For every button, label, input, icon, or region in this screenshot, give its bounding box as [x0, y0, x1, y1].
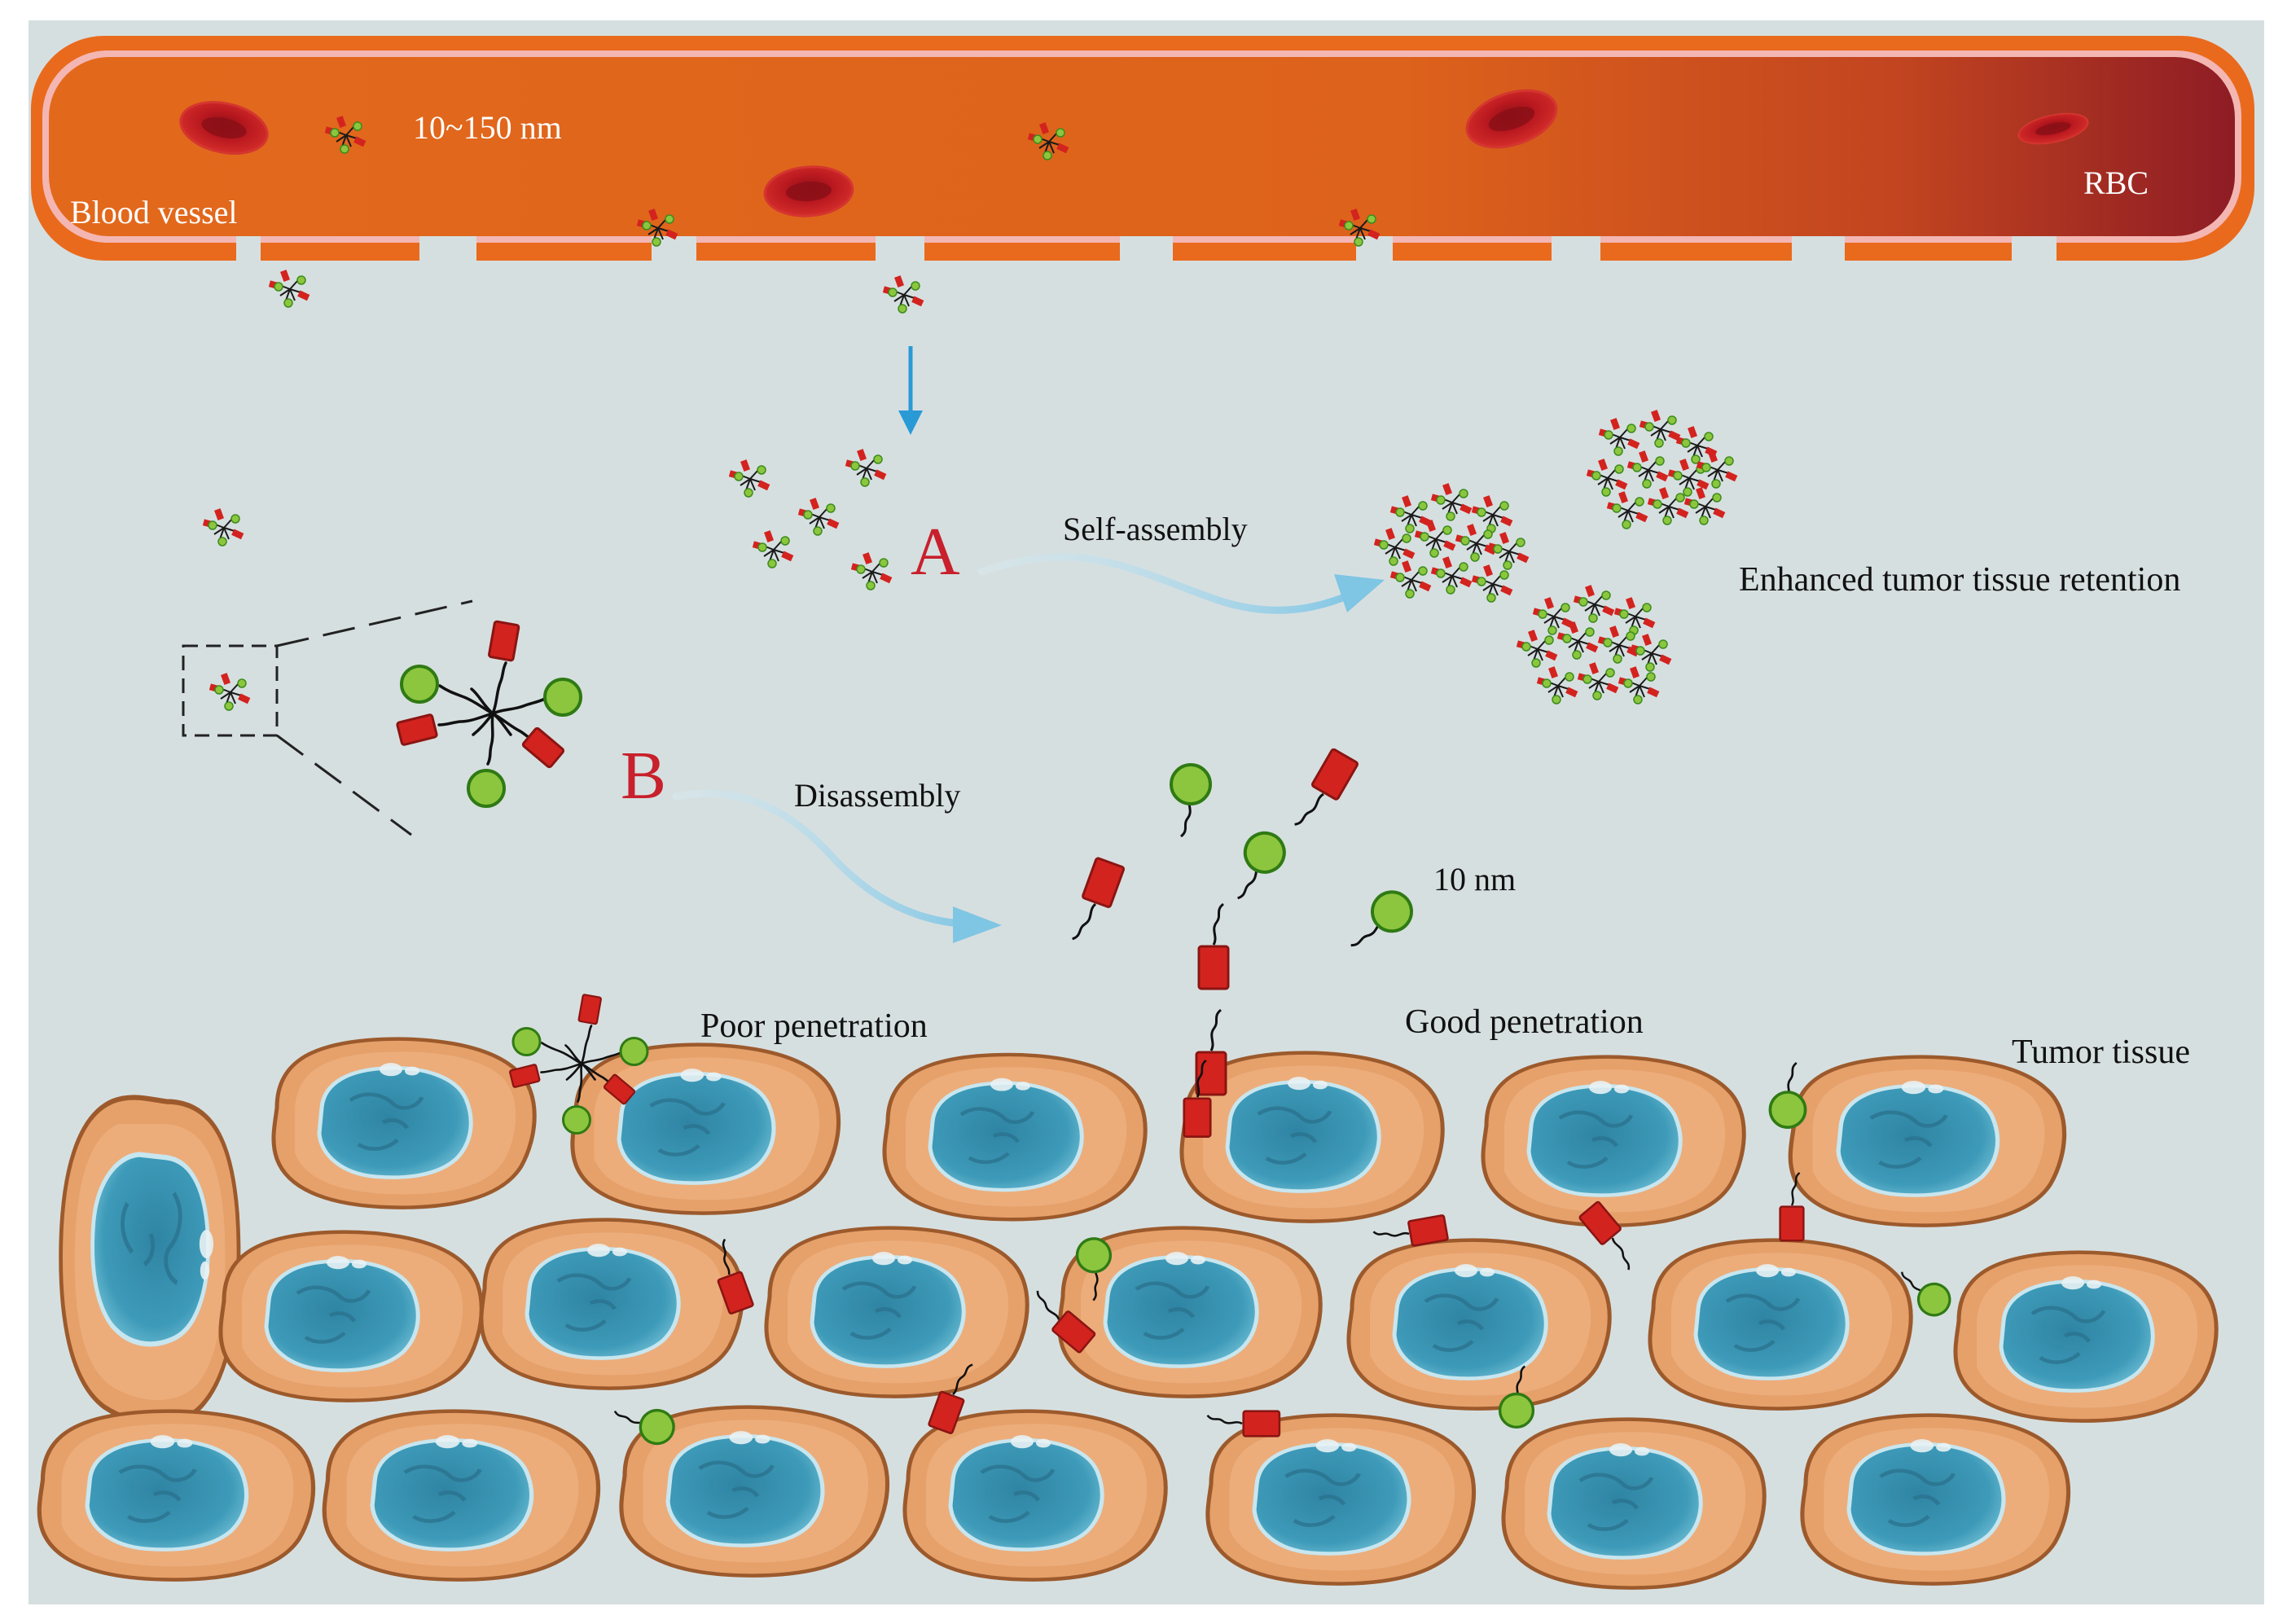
- self-assembly-arrow: [977, 553, 1368, 614]
- tumor-cell: [1483, 1057, 1744, 1226]
- tumor-cell: [1349, 1240, 1609, 1409]
- pathway-b-letter: B: [621, 738, 666, 814]
- tumor-cell: [61, 1097, 239, 1423]
- tumor-cell: [221, 1232, 481, 1401]
- tumor-cell: [905, 1411, 1165, 1580]
- poor-penetration-label: Poor penetration: [700, 1007, 928, 1045]
- blood-vessel: [31, 36, 2254, 261]
- tumor-tissue-label: Tumor tissue: [2012, 1034, 2190, 1071]
- tumor-cell: [766, 1228, 1027, 1397]
- tumor-cell: [885, 1055, 1145, 1219]
- pathway-a-letter: A: [911, 514, 960, 590]
- rbc-label: RBC: [2083, 165, 2149, 201]
- tumor-tissue: [39, 1039, 2216, 1588]
- tumor-cell: [1503, 1420, 1764, 1588]
- disassembly-label: Disassembly: [794, 777, 960, 814]
- tumor-cell: [324, 1411, 598, 1580]
- large-size-label: 10~150 nm: [413, 109, 562, 146]
- tumor-cell: [573, 1045, 839, 1214]
- disassembly-arrowhead: [953, 906, 1002, 943]
- tumor-cell: [1956, 1253, 2216, 1421]
- tumor-cell: [39, 1411, 313, 1580]
- self-assembly-label: Self-assembly: [1063, 511, 1248, 547]
- tumor-cell: [481, 1220, 742, 1389]
- disassembly-arrow: [672, 789, 981, 928]
- blood-vessel-label: Blood vessel: [70, 194, 238, 230]
- tumor-cell: [1790, 1057, 2064, 1226]
- zoom-line-bottom: [276, 734, 412, 836]
- self-assembly-arrowhead: [1334, 574, 1385, 612]
- zoom-box: [182, 644, 279, 737]
- tumor-cell: [274, 1039, 534, 1208]
- enhanced-retention-label: Enhanced tumor tissue retention: [1739, 561, 2180, 599]
- tumor-cell: [1802, 1416, 2069, 1584]
- zoom-line-top: [276, 599, 473, 647]
- good-penetration-label: Good penetration: [1405, 1003, 1644, 1041]
- small-size-label: 10 nm: [1433, 861, 1516, 898]
- tumor-cell: [1208, 1416, 1474, 1584]
- tumor-cell: [1650, 1240, 1911, 1409]
